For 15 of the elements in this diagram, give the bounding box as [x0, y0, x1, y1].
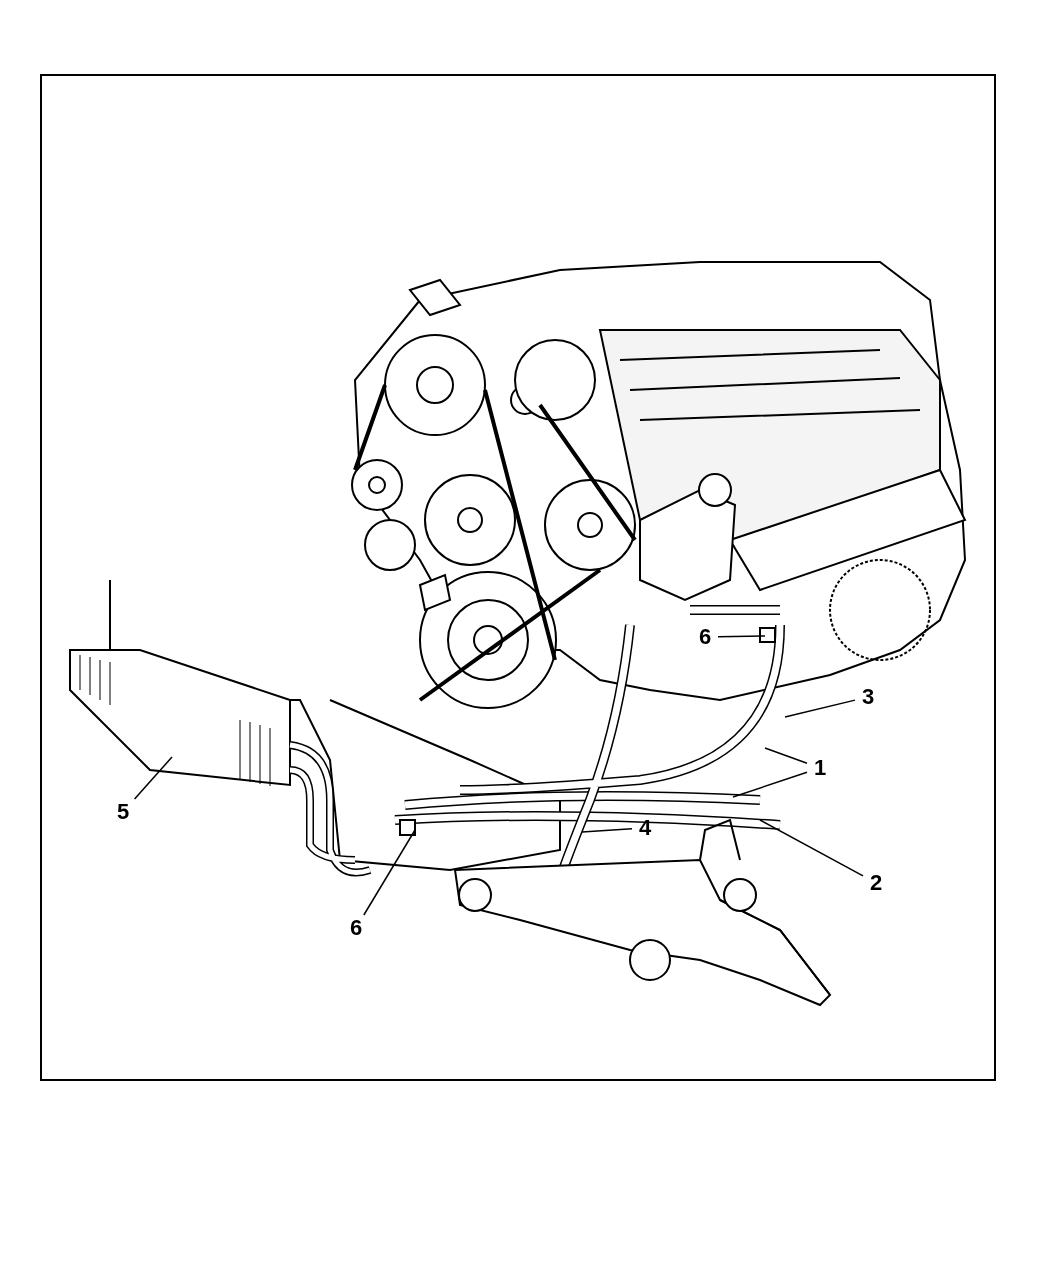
callout-number: 4	[634, 815, 656, 841]
leader-line	[732, 771, 808, 798]
callout-number: 6	[694, 624, 716, 650]
callout-number: 2	[865, 870, 887, 896]
callout-number: 3	[857, 684, 879, 710]
leader-line	[784, 699, 856, 718]
callout-number: 6	[345, 915, 367, 941]
leader-line	[133, 756, 173, 800]
leader-line	[764, 747, 808, 764]
leader-line	[581, 828, 633, 833]
leader-line	[717, 635, 766, 638]
callout-number: 5	[112, 799, 134, 825]
callout-number: 1	[809, 755, 831, 781]
leader-line	[759, 819, 864, 877]
leader-line	[363, 829, 416, 916]
